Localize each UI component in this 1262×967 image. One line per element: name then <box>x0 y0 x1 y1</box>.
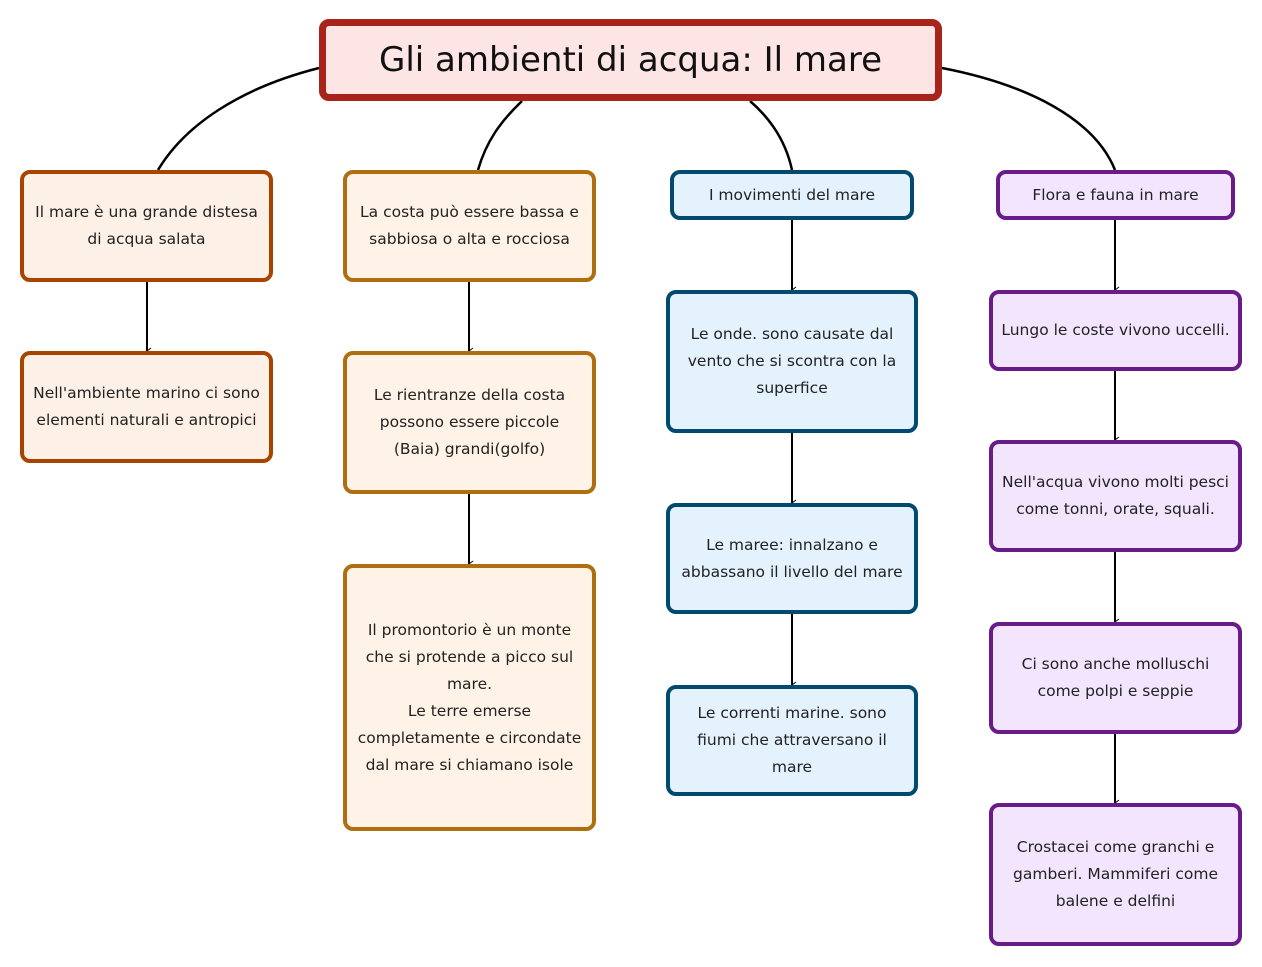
node-col4-item: Nell'acqua vivono molti pesci come tonni… <box>989 440 1242 552</box>
node-col2-item: Il promontorio è un monte che si protend… <box>343 564 596 831</box>
node-col3-item: Le correnti marine. sono fiumi che attra… <box>666 685 918 796</box>
node-col4-heading: Flora e fauna in mare <box>996 170 1235 220</box>
node-col3-item: Le onde. sono causate dal vento che si s… <box>666 290 918 433</box>
node-col2-heading: La costa può essere bassa e sabbiosa o a… <box>343 170 596 282</box>
link-title-col1 <box>156 66 320 171</box>
node-col4-item: Crostacei come granchi e gamberi. Mammif… <box>989 803 1242 946</box>
link-title-col2 <box>476 100 523 171</box>
node-col4-item: Lungo le coste vivono uccelli. <box>989 290 1242 371</box>
node-col1-item: Nell'ambiente marino ci sono elementi na… <box>20 351 273 463</box>
node-col3-item: Le maree: innalzano e abbassano il livel… <box>666 503 918 614</box>
node-col4-item: Ci sono anche molluschi come polpi e sep… <box>989 622 1242 734</box>
node-col1-heading: Il mare è una grande distesa di acqua sa… <box>20 170 273 282</box>
title-node: Gli ambienti di acqua: Il mare <box>319 19 942 101</box>
node-col2-item: Le rientranze della costa possono essere… <box>343 351 596 494</box>
node-col3-heading: I movimenti del mare <box>670 170 914 220</box>
link-title-col3 <box>749 100 794 171</box>
link-title-col4 <box>941 66 1117 171</box>
